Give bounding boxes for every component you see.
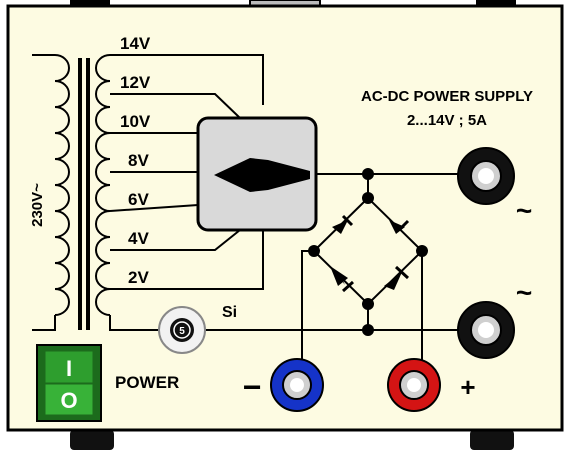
tap-label-12v: 12V [120, 73, 151, 92]
diode-upper-lower-right [384, 265, 410, 290]
mains-label: 230V~ [29, 183, 46, 227]
ac-terminal-top[interactable] [457, 147, 515, 205]
foot-right [470, 430, 514, 450]
foot-left [70, 430, 114, 450]
dc-terminal-negative[interactable] [270, 358, 324, 412]
top-tab-right [476, 0, 516, 6]
transformer-core-right [86, 58, 90, 330]
voltage-selector-switch[interactable] [196, 116, 318, 232]
fuse-label: Si [222, 304, 237, 321]
tap-wires [109, 54, 264, 331]
junction-dot [416, 245, 428, 257]
junction-dot [362, 298, 374, 310]
tap-label-8v: 8V [128, 151, 149, 170]
fuse-rating: 5 [179, 326, 185, 337]
panel-title: AC-DC POWER SUPPLY [361, 88, 533, 105]
primary-winding [32, 54, 70, 331]
minus-sign: − [243, 369, 262, 405]
plus-sign: + [460, 372, 475, 402]
ac-terminal-bottom[interactable] [457, 301, 515, 359]
junction-dot [308, 245, 320, 257]
switch-on-mark: I [66, 356, 72, 381]
ac-symbol-bottom: ~ [516, 277, 532, 308]
power-switch[interactable]: I O [36, 344, 102, 422]
junction-dot [362, 324, 374, 336]
power-label: POWER [115, 373, 179, 392]
panel-rating: 2...14V ; 5A [407, 112, 487, 129]
ac-symbol-top: ~ [516, 195, 532, 226]
secondary-winding [95, 54, 111, 316]
tap-label-6v: 6V [128, 190, 149, 209]
diode-upper-left [332, 214, 354, 234]
switch-off-mark: O [60, 388, 77, 413]
diode-lower-left [330, 266, 355, 293]
junction-dot [362, 168, 374, 180]
diode-upper-right [389, 219, 410, 234]
tap-label-4v: 4V [128, 229, 149, 248]
top-tab-left [70, 0, 110, 6]
tap-label-2v: 2V [128, 268, 149, 287]
bridge-rectifier [308, 168, 428, 336]
fuse-holder[interactable]: 5 [158, 306, 206, 354]
tap-label-14v: 14V [120, 34, 151, 53]
junction-dot [362, 192, 374, 204]
selector-knob-pointer[interactable] [214, 158, 310, 192]
transformer-core-left [78, 58, 82, 330]
tap-label-10v: 10V [120, 112, 151, 131]
dc-terminal-positive[interactable] [387, 358, 441, 412]
